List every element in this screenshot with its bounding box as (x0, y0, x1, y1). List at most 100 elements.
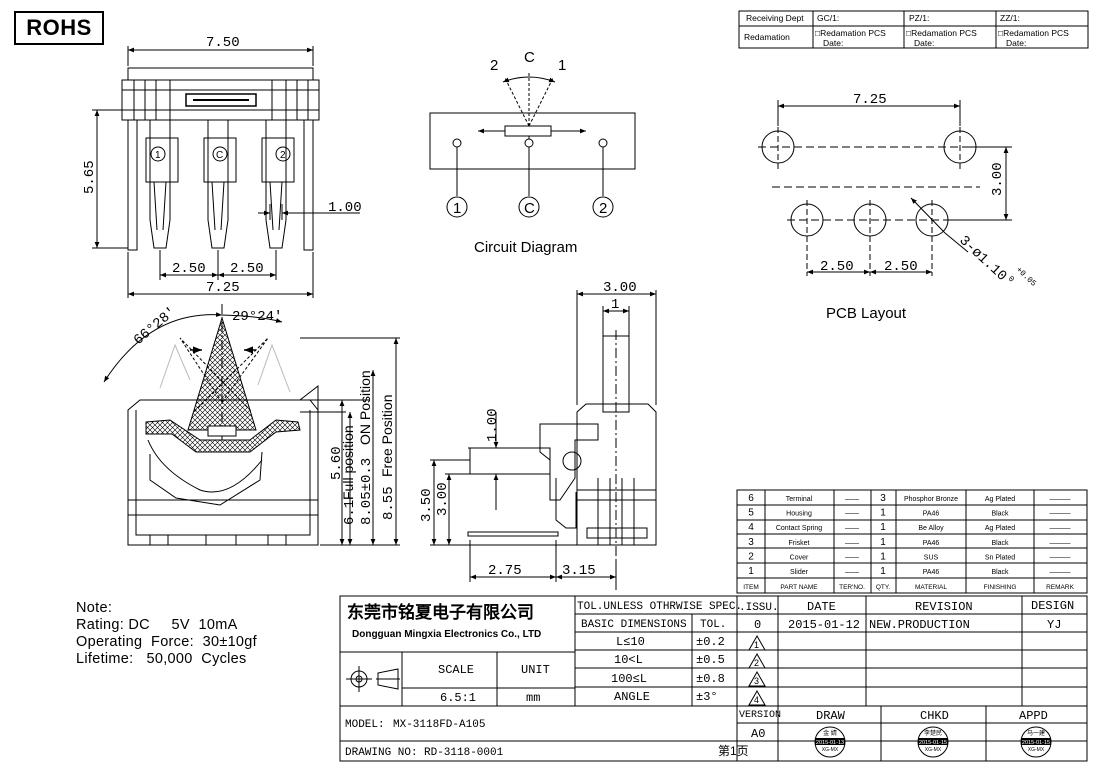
approval-header (738, 10, 1089, 49)
end-dim-315: 3.15 (562, 563, 596, 579)
svg-text:金 婧: 金 婧 (823, 729, 837, 737)
bom-cell-material: SUS (924, 554, 939, 561)
appd-label: APPD (1019, 709, 1048, 723)
bom-header-cell: ITEM (743, 584, 759, 591)
side-full-position: Full position (340, 425, 356, 500)
circuit-pin-1: 1 (453, 200, 461, 217)
bom-cell-qty: 1 (880, 508, 886, 519)
bom-cell-finish: Ag Plated (985, 525, 1015, 532)
tol-value-4: ±3° (696, 690, 718, 704)
side-dim-560: 5.60 (329, 446, 345, 480)
bom-cell-finish: Sn Plated (985, 554, 1015, 561)
rev-1: 1 (754, 640, 759, 650)
end-width-300: 3.00 (603, 280, 637, 296)
svg-text:马一建: 马一建 (1027, 729, 1045, 737)
side-free-position: Free Position (379, 395, 395, 477)
bom-cell-qty: 1 (880, 566, 886, 577)
side-dim-805: 8.05±0.3 (359, 458, 375, 525)
bom-header-cell: TER'NO. (839, 584, 865, 591)
redamation-label: Redamation (744, 32, 790, 42)
end-dim-100: 1.00 (485, 408, 501, 442)
svg-text:李楚民: 李楚民 (924, 729, 942, 737)
company-cn: 东莞市铭夏电子有限公司 (347, 602, 534, 622)
bom-cell-part: Contact Spring (776, 525, 822, 532)
bom-cell-finish: Black (991, 511, 1009, 518)
bom-cell-material: PA46 (923, 511, 940, 518)
bom-cell-finish: Black (991, 540, 1009, 547)
bom-cell-material: PA46 (923, 569, 940, 576)
note-title: Note: (76, 600, 113, 616)
tol-spec: TOL.UNLESS OTHRWISE SPEC. (577, 601, 742, 613)
bom-cell-qty: 1 (880, 551, 886, 562)
note-rating: Rating: DC 5V 10mA (76, 617, 238, 633)
bom-header-cell: MATERIAL (915, 584, 947, 591)
front-pitch-left: 2.50 (172, 261, 206, 277)
bom-cell-finish: Black (991, 569, 1009, 576)
date-value: 2015-01-12 (788, 618, 860, 632)
end-dim-300v: 3.00 (435, 482, 451, 516)
circuit-pin-2: 2 (599, 200, 607, 217)
pcb-height: 3.00 (990, 162, 1006, 196)
pcb-tol-plus: +0.05 (1014, 266, 1038, 289)
bom-cell-item: 2 (748, 551, 754, 562)
bom-header-cell: FINISHING (984, 584, 1017, 591)
chkd-label: CHKD (920, 709, 949, 723)
svg-text:XG-MX: XG-MX (1028, 747, 1045, 753)
revision-label: REVISION (915, 600, 973, 614)
tol-value-1: ±0.2 (696, 635, 725, 649)
end-width-1: 1 (611, 297, 619, 313)
bom-cell-remark: ——— (1050, 496, 1071, 503)
rev-3: 3 (754, 676, 759, 686)
side-angle-outer: 66°28' (131, 304, 180, 349)
receiving-dept-label: Receiving Dept (746, 13, 804, 23)
bom-cell-material: Phosphor Bronze (904, 496, 958, 503)
date-gc: Date: (823, 38, 843, 48)
model-value: MX-3118FD-A105 (393, 719, 485, 731)
side-dim-61: 6.1 (342, 500, 358, 525)
bom-cell-qty: 1 (880, 522, 886, 533)
end-view (430, 290, 657, 590)
pcb-pitch-right: 2.50 (884, 259, 918, 275)
pcb-hole-spec: 3-ø1.10 (956, 233, 1010, 285)
version-value: A0 (751, 727, 765, 741)
unit-label: UNIT (521, 663, 550, 677)
front-pin-width: 1.00 (328, 200, 362, 216)
bom-cell-remark: ——— (1050, 511, 1071, 518)
page-number: 第1页 (718, 744, 749, 758)
drawing-no-value: RD-3118-0001 (424, 747, 504, 759)
model-label: MODEL: (345, 719, 385, 731)
bom-cell-remark: ——— (1050, 554, 1071, 561)
bom-cell-part: Frisket (789, 540, 810, 547)
circuit-diagram (429, 72, 636, 218)
zz-label: ZZ/1: (1000, 13, 1020, 23)
drawing-no-label: DRAWING NO: (345, 747, 418, 759)
basic-dim: BASIC DIMENSIONS (581, 619, 687, 631)
tol-value-3: ±0.8 (696, 672, 725, 686)
end-dim-350: 3.50 (419, 488, 435, 522)
bom-cell-ter: —— (845, 511, 859, 518)
bom-table (736, 489, 1088, 594)
bom-cell-item: 6 (748, 493, 754, 504)
bom-cell-ter: —— (845, 540, 859, 547)
svg-text:2015-01-15: 2015-01-15 (1022, 740, 1050, 746)
side-dim-855: 8.55 (381, 486, 397, 520)
end-dim-275: 2.75 (488, 563, 522, 579)
tol-value-2: ±0.5 (696, 653, 725, 667)
bom-cell-ter: —— (845, 569, 859, 576)
pcb-layout (758, 100, 1012, 276)
bom-cell-item: 3 (748, 537, 754, 548)
front-view (92, 46, 360, 298)
circuit-label-1: 1 (558, 57, 566, 74)
front-pin-c: C (216, 150, 223, 161)
bom-cell-material: PA46 (923, 540, 940, 547)
front-width-top: 7.50 (206, 35, 240, 51)
bom-header-cell: QTY. (876, 584, 891, 591)
front-pin-2: 2 (280, 150, 286, 161)
stamp-chkd: 李楚民 2015-01-15 XG-MX (917, 726, 949, 758)
bom-cell-material: Be Alloy (918, 525, 944, 532)
bom-cell-part: Slider (790, 569, 809, 576)
issu-label: .ISSU. (739, 602, 779, 614)
pz-label: PZ/1: (909, 13, 929, 23)
bom-cell-ter: —— (845, 554, 859, 561)
